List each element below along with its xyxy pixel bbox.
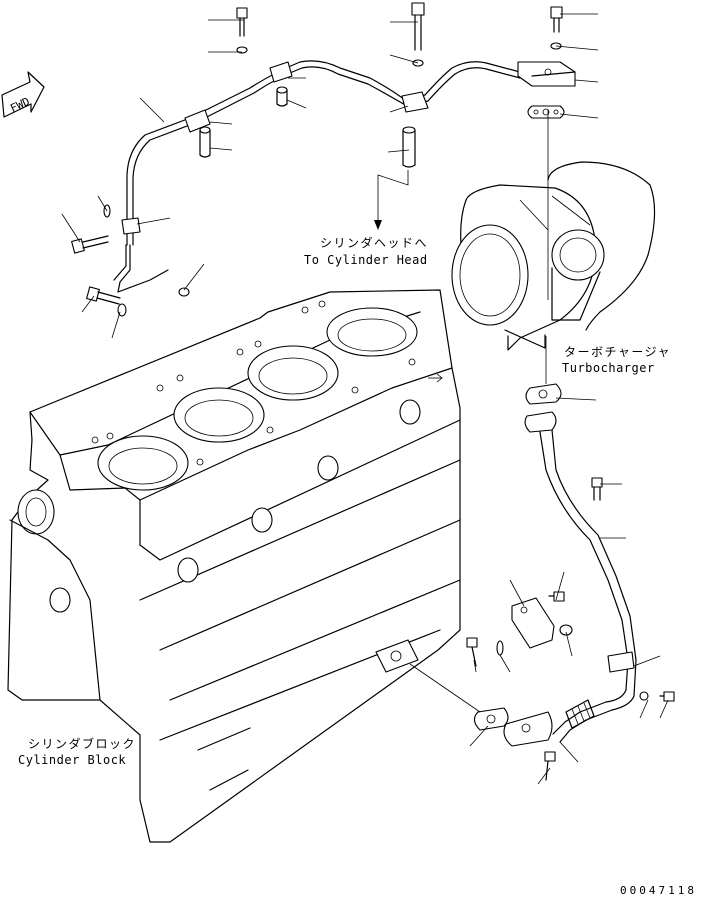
cylinder-head-label-jp: シリンダヘッドへ	[320, 236, 429, 250]
leader-lines	[61, 13, 669, 785]
pipe-clamp-center	[269, 61, 293, 83]
drain-bolt-4	[544, 751, 556, 781]
side-washer-3	[178, 287, 190, 297]
drain-washer-3	[639, 691, 649, 701]
turbocharger-label-jp: ターボチャージャ	[564, 345, 672, 359]
drain-bolt-2	[466, 637, 478, 667]
pipe-clamp-right	[401, 91, 429, 113]
turbocharger	[451, 161, 656, 351]
figure-number: 00047118	[620, 884, 697, 897]
top-bolt-left	[236, 7, 248, 37]
top-bolt-right	[550, 6, 563, 33]
block-gasket	[473, 707, 509, 731]
drain-bolt-1	[591, 477, 603, 501]
pipe-clamp-lower	[121, 217, 141, 235]
drain-bolt-5	[659, 691, 675, 702]
drain-gasket	[525, 383, 562, 405]
washer-top-left	[236, 46, 248, 54]
fwd-arrow-text: FWD	[8, 95, 32, 115]
spacer-collar-1	[276, 86, 288, 107]
spacer-collar-2	[199, 126, 211, 158]
pipe-clamp-left	[184, 109, 211, 133]
side-bolt-1	[71, 235, 109, 254]
drain-bolt-3	[548, 591, 565, 602]
side-bolt-2	[86, 286, 121, 305]
drain-bracket	[511, 597, 555, 649]
cylinder-block-label-en: Cylinder Block	[18, 753, 127, 767]
cylinder-block	[7, 289, 461, 843]
turbo-gasket-top	[527, 105, 565, 119]
cylinder-block-label-jp: シリンダブロック	[28, 737, 137, 751]
spacer-collar-3	[402, 126, 416, 168]
upper-pipe-flange	[517, 61, 576, 87]
top-bolt-center	[411, 2, 425, 51]
cylinder-head-label-en: To Cylinder Head	[304, 253, 428, 267]
fwd-arrow: FWD	[1, 71, 45, 118]
upper-oil-pipe	[113, 60, 521, 293]
oil-drain-pipe	[503, 411, 637, 747]
drain-washer-2	[559, 624, 573, 636]
turbocharger-label-en: Turbocharger	[562, 361, 655, 375]
drain-washer-1	[496, 640, 504, 656]
